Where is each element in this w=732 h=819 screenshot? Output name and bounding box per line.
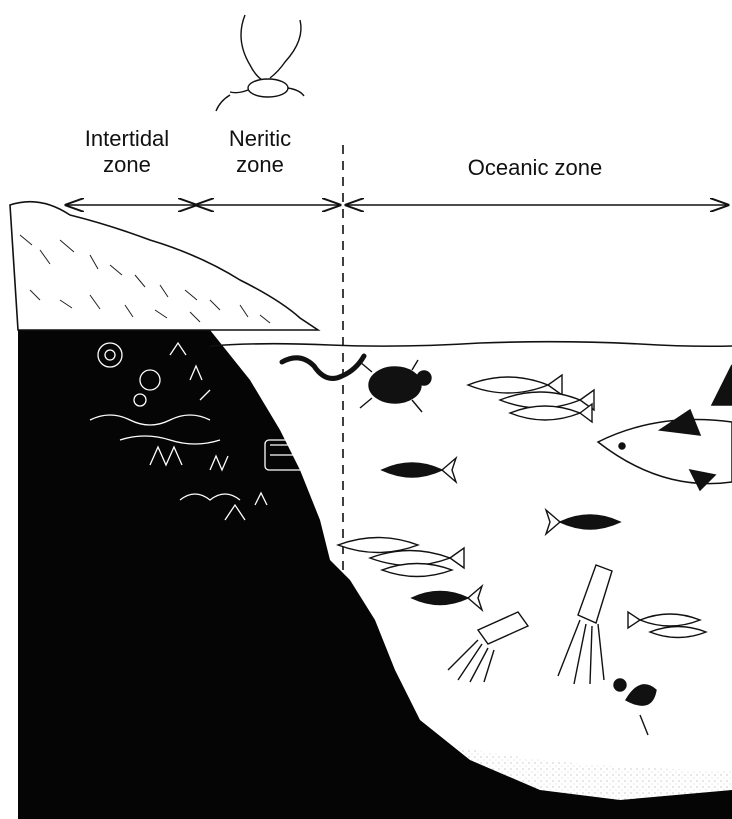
tuna-fish-2 <box>546 510 620 534</box>
neritic-zone-label-line2: zone <box>200 152 320 178</box>
intertidal-zone-label-line2: zone <box>62 152 192 178</box>
oceanic-zone-label-text: Oceanic zone <box>430 155 640 181</box>
squid-illustration-1 <box>448 612 528 682</box>
coastal-cliff <box>10 202 318 330</box>
intertidal-zone-label-line1: Intertidal <box>62 126 192 152</box>
continental-shelf-land <box>18 330 732 819</box>
shark-illustration <box>598 365 732 490</box>
intertidal-zone-label: Intertidal zone <box>62 126 192 178</box>
seabird-illustration <box>216 15 304 111</box>
fish-school-upper <box>468 375 594 422</box>
sea-turtle-illustration <box>360 360 431 412</box>
tuna-fish-1 <box>382 458 456 482</box>
sea-surface <box>210 342 732 347</box>
deep-sea-fish <box>614 679 656 735</box>
tuna-fish-3 <box>412 586 482 610</box>
neritic-zone-label: Neritic zone <box>200 126 320 178</box>
oceanic-zone-label: Oceanic zone <box>430 155 640 181</box>
fish-school-lower <box>338 538 464 577</box>
eel-illustration <box>282 356 364 378</box>
neritic-zone-label-line1: Neritic <box>200 126 320 152</box>
fish-pair-right <box>628 612 706 638</box>
squid-illustration-2 <box>558 565 612 684</box>
